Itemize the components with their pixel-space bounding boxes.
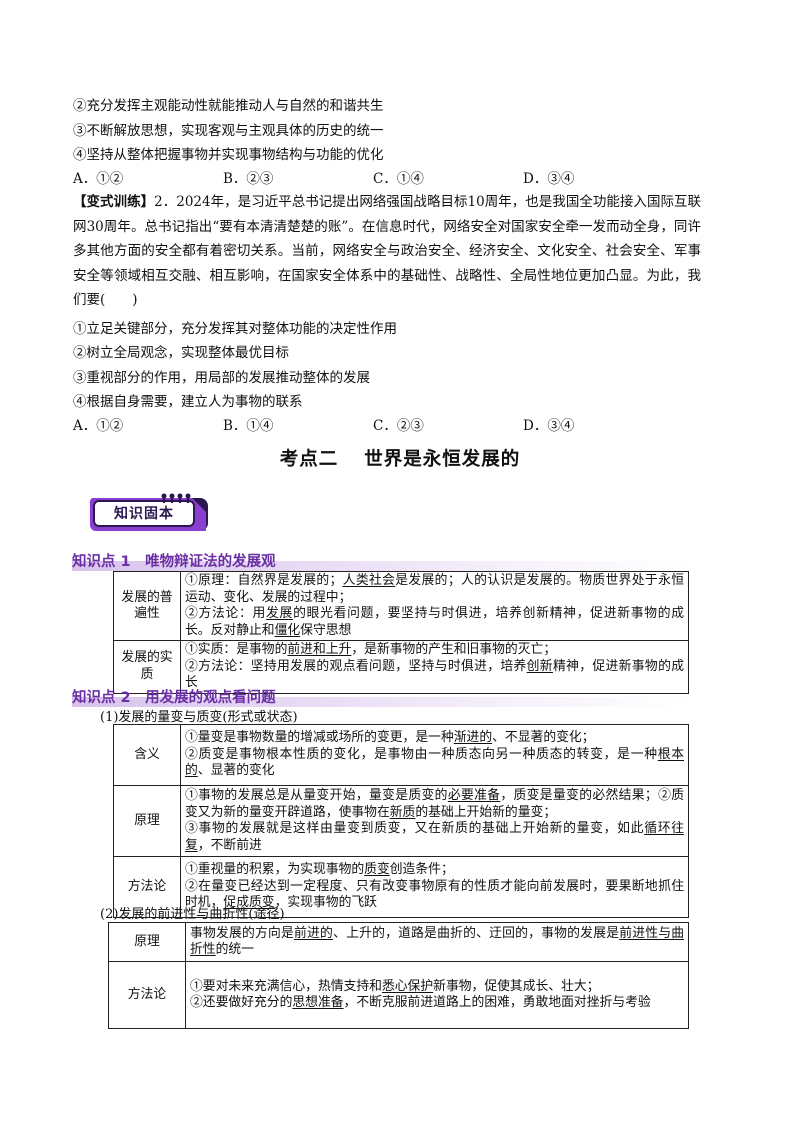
choice-d: D．③④	[523, 171, 575, 187]
row-label: 原理	[113, 785, 181, 857]
row-content: ①要对未来充满信心，热情支持和悉心保护新事物，促使其成长、壮大；②还要做好充分的…	[185, 961, 689, 1029]
q2-stem: 【变式训练】2．2024年，是习近平总书记提出网络强国战略目标10周年，也是我国…	[73, 190, 701, 313]
kp2-underline	[72, 697, 690, 707]
table-row: 原理 ①事物的发展总是从量变开始，量变是质变的必要准备，质变是量变的必然结果；②…	[113, 785, 689, 857]
table-row: 方法论 ①要对未来充满信心，热情支持和悉心保护新事物，促使其成长、壮大；②还要做…	[108, 961, 689, 1029]
choice-c: C．①④	[373, 171, 424, 187]
q2-tag: 【变式训练】	[73, 194, 155, 210]
option-line: ③重视部分的作用，用局部的发展推动整体的发展	[73, 370, 370, 386]
kp2-table-1: 含义 ①量变是事物数量的增减或场所的变更，是一种渐进的、不显著的变化；②质变是事…	[113, 724, 689, 918]
option-line: ③不断解放思想，实现客观与主观具体的历史的统一	[73, 123, 384, 139]
row-label: 发展的实质	[113, 640, 181, 694]
choice-d: D．③④	[523, 418, 575, 434]
kp2-title: 知识点 2 用发展的观点看问题	[72, 690, 276, 706]
row-content: ①原理：自然界是发展的；人类社会是发展的；人的认识是发展的。物质世界处于永恒运动…	[180, 571, 689, 641]
row-content: ①事物的发展总是从量变开始，量变是质变的必要准备，质变是量变的必然结果；②质变又…	[180, 785, 689, 857]
row-label: 原理	[108, 922, 186, 962]
row-label: 发展的普遍性	[113, 571, 181, 641]
knowledge-badge: 知识固本	[88, 491, 212, 533]
choice-a: A．①②	[73, 418, 124, 434]
section-title: 考点二世界是永恒发展的	[279, 449, 521, 470]
table-row: 发展的普遍性 ①原理：自然界是发展的；人类社会是发展的；人的认识是发展的。物质世…	[113, 571, 689, 641]
kp1-table: 发展的普遍性 ①原理：自然界是发展的；人类社会是发展的；人的认识是发展的。物质世…	[113, 571, 689, 694]
table-row: 方法论 ①重视量的积累，为实现事物的质变创造条件；②在量变已经达到一定程度、只有…	[113, 856, 689, 918]
row-content: 事物发展的方向是前进的、上升的，道路是曲折的、迂回的，事物的发展是前进性与曲折性…	[185, 922, 689, 962]
option-line: ④根据自身需要，建立人为事物的联系	[73, 394, 303, 410]
option-line: ②充分发挥主观能动性就能推动人与自然的和谐共生	[73, 98, 384, 114]
q2-text: 2．2024年，是习近平总书记提出网络强国战略目标10周年，也是我国全功能接入国…	[73, 194, 702, 308]
kp1-title: 知识点 1 唯物辩证法的发展观	[72, 554, 276, 570]
row-content: ①重视量的积累，为实现事物的质变创造条件；②在量变已经达到一定程度、只有改变事物…	[180, 856, 689, 918]
choice-c: C．②③	[373, 418, 424, 434]
row-content: ①量变是事物数量的增减或场所的变更，是一种渐进的、不显著的变化；②质变是事物根本…	[180, 724, 689, 786]
row-label: 含义	[113, 724, 181, 786]
table-row: 原理 事物发展的方向是前进的、上升的，道路是曲折的、迂回的，事物的发展是前进性与…	[108, 922, 689, 962]
row-content: ①实质：是事物的前进和上升，是新事物的产生和旧事物的灭亡；②方法论：坚持用发展的…	[180, 640, 689, 694]
choice-b: B．①④	[223, 418, 274, 434]
table-row: 含义 ①量变是事物数量的增减或场所的变更，是一种渐进的、不显著的变化；②质变是事…	[113, 724, 689, 786]
kp2-subtitle-1: (1)发展的量变与质变(形式或状态)	[100, 710, 298, 725]
kp2-subtitle-2: (2)发展的前进性与曲折性(途径)	[100, 907, 285, 922]
row-label: 方法论	[108, 961, 186, 1029]
badge-label: 知识固本	[114, 506, 174, 522]
option-line: ①立足关键部分，充分发挥其对整体功能的决定性作用	[73, 321, 397, 337]
kp1-underline	[72, 561, 690, 571]
kp2-table-2: 原理 事物发展的方向是前进的、上升的，道路是曲折的、迂回的，事物的发展是前进性与…	[108, 922, 689, 1029]
option-line: ②树立全局观念，实现整体最优目标	[73, 345, 289, 361]
badge-frame-icon	[89, 493, 208, 531]
table-row: 发展的实质 ①实质：是事物的前进和上升，是新事物的产生和旧事物的灭亡；②方法论：…	[113, 640, 689, 694]
option-line: ④坚持从整体把握事物并实现事物结构与功能的优化	[73, 147, 384, 163]
choice-a: A．①②	[73, 171, 124, 187]
choice-b: B．②③	[223, 171, 274, 187]
